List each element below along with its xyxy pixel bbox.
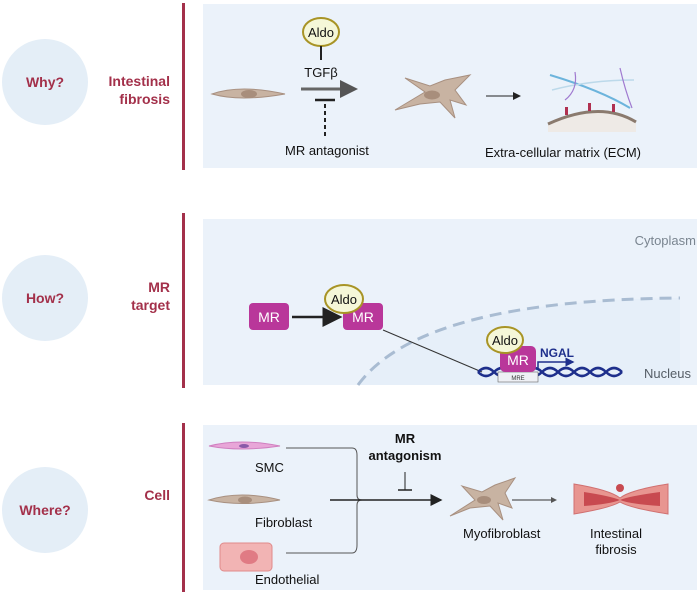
- row-label-line: MR: [148, 279, 170, 295]
- where-panel: [203, 425, 697, 590]
- myofibroblast-label: Myofibroblast: [463, 526, 541, 541]
- antagonism-label: antagonism: [369, 448, 442, 463]
- mr-label: MR: [352, 309, 374, 325]
- row-divider: [182, 423, 185, 592]
- mre-label: MRE: [511, 376, 524, 382]
- mr-box: [249, 303, 289, 330]
- question-how: How?: [26, 290, 64, 306]
- fibroblast-label: Fibroblast: [255, 515, 312, 530]
- mr-label: MR: [258, 309, 280, 325]
- antagonism-label: MR: [395, 431, 416, 446]
- row-divider: [182, 3, 185, 170]
- row-why: Why? Intestinal fibrosis Aldo TGFβ MR an…: [2, 3, 697, 170]
- row-label-line: Cell: [144, 487, 170, 503]
- nucleus-label: Nucleus: [644, 366, 691, 381]
- aldo-label: Aldo: [308, 25, 334, 40]
- row-divider: [182, 213, 185, 388]
- ecm-icon: [547, 67, 637, 132]
- mr-label: MR: [507, 352, 529, 368]
- row-how: How? MR target Cytoplasm Nucleus MR MR A…: [2, 213, 697, 388]
- nuclear-membrane: [356, 296, 681, 386]
- row-label-line: fibrosis: [119, 91, 170, 107]
- question-circle: [2, 39, 88, 125]
- transcription-arrow: [537, 357, 575, 370]
- intestine-icon: [573, 483, 669, 515]
- smc-label: SMC: [255, 460, 284, 475]
- translocation-line: [382, 329, 483, 373]
- cell-nucleus-icon: [241, 90, 257, 98]
- cell-nucleus-icon: [238, 496, 252, 504]
- ecm-label: Extra-cellular matrix (ECM): [485, 145, 641, 160]
- cell-nucleus-icon: [240, 550, 258, 564]
- aldo-icon: [324, 284, 364, 314]
- cell-nucleus-icon: [477, 496, 491, 504]
- cell-nucleus-icon: [239, 444, 249, 448]
- aldo-icon: [486, 326, 524, 354]
- question-circle: [2, 467, 88, 553]
- row-label-line: target: [131, 297, 170, 313]
- row-label-line: Intestinal: [109, 73, 170, 89]
- fibrosis-label: fibrosis: [595, 542, 637, 557]
- fibrosis-label: Intestinal: [590, 526, 642, 541]
- row-where: Where? Cell SMC Fibroblast Endothelial M…: [2, 423, 697, 592]
- cytoplasm-label: Cytoplasm: [635, 233, 696, 248]
- question-where: Where?: [19, 502, 70, 518]
- aldo-label: Aldo: [331, 292, 357, 307]
- cell-nucleus-icon: [424, 90, 440, 100]
- question-circle: [2, 255, 88, 341]
- ngal-label: NGAL: [540, 346, 574, 360]
- tgf-label: TGFβ: [304, 65, 337, 80]
- aldo-label: Aldo: [492, 333, 518, 348]
- question-why: Why?: [26, 74, 64, 90]
- endothelial-label: Endothelial: [255, 572, 319, 587]
- mr-antagonist-label: MR antagonist: [285, 143, 369, 158]
